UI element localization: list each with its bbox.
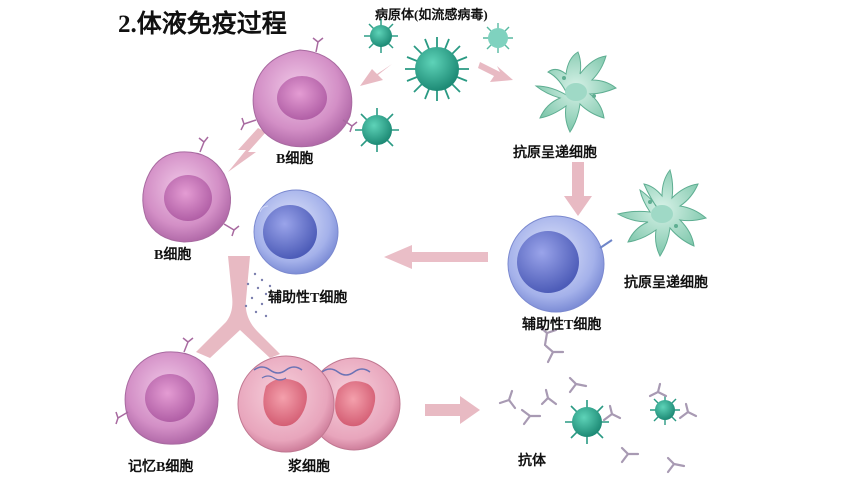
virus-small-right xyxy=(483,23,513,53)
memory-b-cell xyxy=(115,337,219,445)
label-b-cell-left: B细胞 xyxy=(154,248,192,263)
label-pathogen: 病原体(如流感病毒) xyxy=(375,7,488,22)
b-cell-top xyxy=(240,37,358,148)
plasma-cell-front xyxy=(237,355,335,453)
b-cell-left xyxy=(142,136,240,243)
arrow-apc-to-helper-t xyxy=(564,162,592,216)
label-plasma: 浆细胞 xyxy=(288,460,330,475)
virus-with-antibodies-1 xyxy=(565,400,609,444)
page-title: 2.体液免疫过程 xyxy=(118,11,287,38)
arrow-virus-to-apc xyxy=(478,62,513,82)
label-memory-b: 记忆B细胞 xyxy=(128,460,194,475)
label-apc-right: 抗原呈递细胞 xyxy=(624,276,708,291)
antibodies xyxy=(498,325,698,474)
virus-large-center xyxy=(405,37,469,101)
arrow-virus-to-b-cell xyxy=(360,64,392,86)
label-apc-top: 抗原呈递细胞 xyxy=(513,146,597,161)
cytokine-dots xyxy=(244,272,274,318)
label-antibody: 抗体 xyxy=(518,454,546,469)
arrow-plasma-to-antibody xyxy=(425,396,480,424)
apc-right xyxy=(616,168,708,257)
arrow-b-cell-split xyxy=(196,256,280,358)
virus-with-antibodies-2 xyxy=(650,395,680,425)
arrow-helper-t-right-to-mid xyxy=(384,245,488,269)
label-helper-t-mid: 辅助性T细胞 xyxy=(268,291,348,306)
label-b-cell-top: B细胞 xyxy=(276,152,314,167)
virus-bound-b-cell xyxy=(355,108,399,152)
plasma-cell-back xyxy=(307,357,401,451)
label-helper-t-right: 辅助性T细胞 xyxy=(522,318,602,333)
virus-small-left xyxy=(364,19,398,53)
helper-t-cell-right xyxy=(507,215,613,313)
apc-top xyxy=(534,51,617,133)
arrow-b-top-to-b-left xyxy=(228,128,266,172)
helper-t-cell-mid xyxy=(253,189,339,275)
